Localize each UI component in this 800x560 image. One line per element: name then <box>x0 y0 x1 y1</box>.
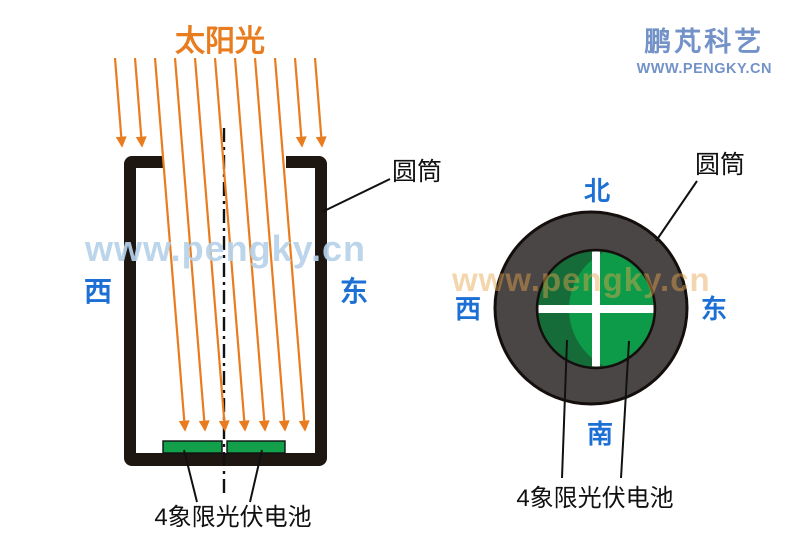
photocell-callout-section: 4象限光伏电池 <box>154 504 312 531</box>
right-leader-lines <box>561 180 698 479</box>
north-label: 北 <box>583 176 611 206</box>
cylinder-top-view <box>493 180 698 479</box>
east-label-section: 东 <box>339 276 369 307</box>
leader-line <box>561 339 568 479</box>
cylinder-section-view <box>124 148 327 466</box>
sun-ray <box>173 57 210 432</box>
leader-line <box>655 180 698 242</box>
sun-ray <box>293 57 307 148</box>
photocell-callout-topview: 4象限光伏电池 <box>516 485 674 512</box>
leader-line <box>620 340 630 479</box>
photocells-section <box>162 440 286 454</box>
sun-ray <box>253 57 290 432</box>
quadrant-divider-horizontal <box>538 305 654 313</box>
left-leader-lines <box>183 178 391 503</box>
west-label-section: 西 <box>83 276 113 307</box>
photocell-east <box>226 440 286 454</box>
east-label-topview: 东 <box>700 294 728 324</box>
sun-ray <box>133 57 147 148</box>
site-logo: 鹏芃科艺 WWW.PENGKY.CN <box>637 20 772 77</box>
leader-line <box>249 449 263 503</box>
sun-ray <box>313 57 327 148</box>
west-label-topview: 西 <box>454 294 482 324</box>
cylinder-cavity <box>136 168 315 453</box>
photocell-west <box>162 440 223 454</box>
sun-ray <box>193 57 230 432</box>
south-label: 南 <box>586 419 614 449</box>
site-logo-title: 鹏芃科艺 <box>644 27 765 57</box>
cylinder-callout-topview: 圆筒 <box>695 151 746 179</box>
sun-ray <box>153 57 190 432</box>
leader-line <box>183 449 198 503</box>
leader-line <box>321 178 391 213</box>
site-logo-url: WWW.PENGKY.CN <box>636 61 772 77</box>
sun-ray <box>233 57 270 432</box>
sunlight-label: 太阳光 <box>175 25 265 58</box>
sun-ray <box>213 57 250 432</box>
sun-ray <box>113 57 127 148</box>
cylinder-callout-section: 圆筒 <box>392 158 443 186</box>
sun-ray <box>273 57 310 432</box>
sun-rays <box>113 57 327 432</box>
